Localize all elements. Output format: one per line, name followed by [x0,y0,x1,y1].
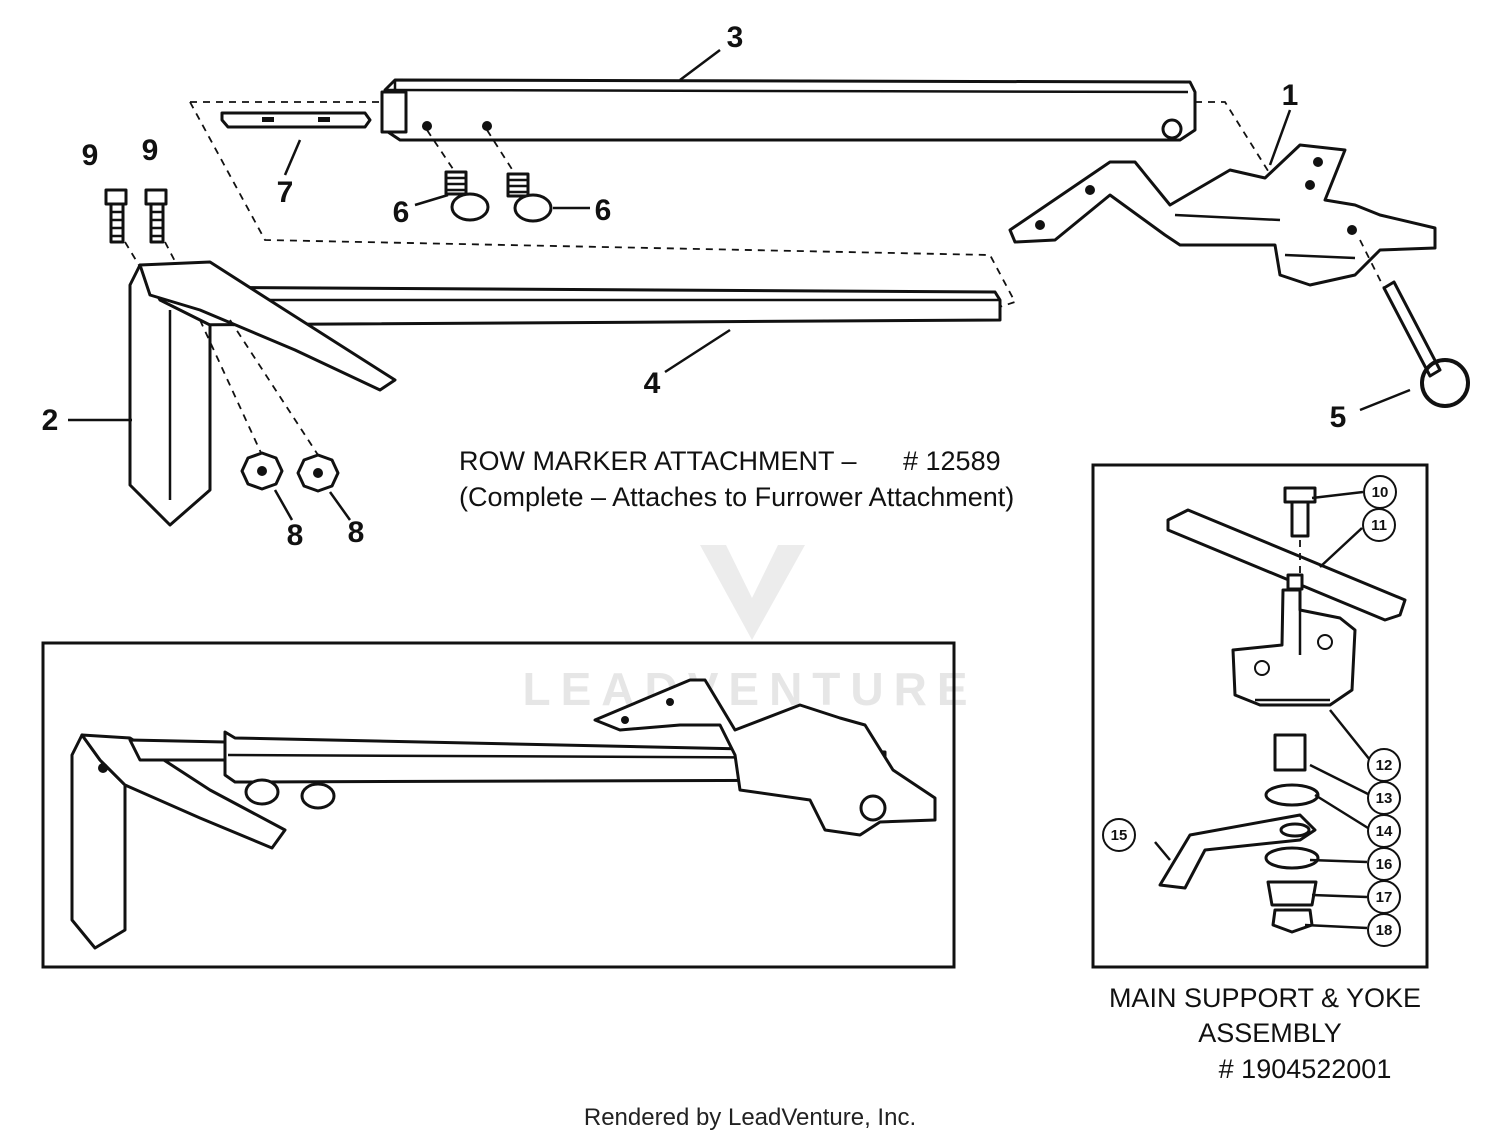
callout-14: 14 [1376,823,1393,840]
callout-4: 4 [644,367,661,400]
callout-12: 12 [1376,757,1393,774]
callout-11: 11 [1371,517,1387,534]
callout-13: 13 [1376,790,1393,807]
assembled-view [41,641,956,969]
part-9-bolt-left [104,188,128,244]
part-5-pin [1359,239,1470,408]
watermark-logo-icon [700,545,805,640]
assembly-title-line2: ASSEMBLY [1198,1018,1342,1048]
footer-credit: Rendered by LeadVenture, Inc. [584,1104,916,1131]
leader-3 [679,49,721,81]
main-part-number: # 12589 [903,446,1001,476]
leader-7 [283,139,302,176]
watermark: LEADVENTURE [522,545,977,715]
leader-6 [414,193,590,210]
main-title: ROW MARKER ATTACHMENT – [459,446,857,476]
part-6-wing-screw-right [506,172,553,223]
yoke-assembly-view [1091,463,1429,969]
explode-boundary [189,101,1281,311]
leader-4 [664,328,731,374]
watermark-text: LEADVENTURE [522,663,977,715]
callout-2: 2 [42,404,59,437]
part-3-tube [380,78,1197,142]
callout-9-right: 9 [142,134,159,167]
callout-5: 5 [1330,401,1347,434]
assembly-part-number: # 1904522001 [1219,1054,1392,1084]
callout-18: 18 [1376,922,1393,939]
part-7-strip [220,111,372,129]
callout-6-right: 6 [595,194,612,227]
leader-5 [1359,388,1411,412]
screw-alignment [426,129,516,175]
callout-1: 1 [1282,79,1299,112]
callout-15: 15 [1111,827,1128,844]
callout-3: 3 [727,21,744,54]
callout-17: 17 [1376,889,1393,906]
part-1-main-support [1008,143,1437,287]
callout-8-left: 8 [287,519,304,552]
part-8-nut-left [240,451,284,491]
callout-16: 16 [1376,856,1393,873]
callout-9-left: 9 [82,139,99,172]
circled-callouts: 10 11 12 13 14 15 16 17 18 [1102,475,1401,947]
part-8-nut-right [296,453,340,493]
part-6-wing-screw-left [444,170,490,222]
callout-6-left: 6 [393,196,410,229]
callout-7: 7 [277,176,294,209]
assembly-title-line1: MAIN SUPPORT & YOKE [1109,983,1421,1013]
part-9-bolt-right [144,188,168,244]
nut-alignment [199,319,319,456]
callout-10: 10 [1372,484,1389,501]
leader-8 [273,489,352,521]
part-2-marker-blade [128,260,397,527]
leader-1 [1268,109,1292,166]
callout-8-right: 8 [348,516,365,549]
main-subtitle: (Complete – Attaches to Furrower Attachm… [459,482,1014,512]
